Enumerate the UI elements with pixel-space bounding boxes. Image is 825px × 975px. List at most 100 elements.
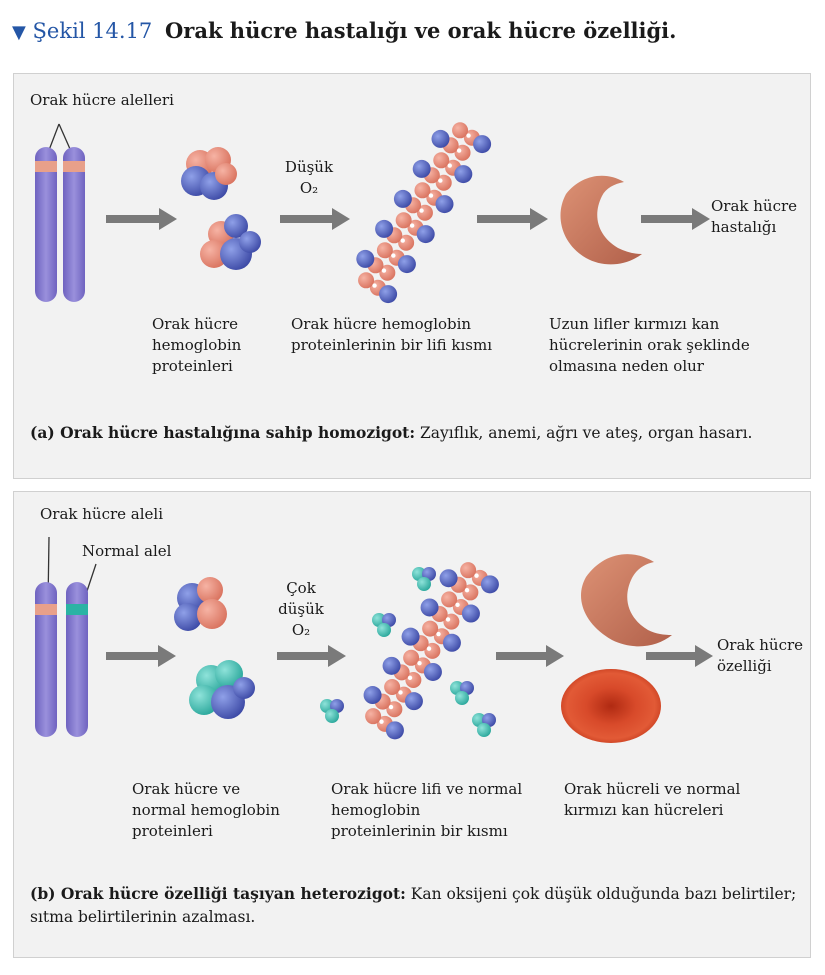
fiber-globin [393, 189, 412, 208]
figure-title: ▼ Şekil 14.17 Orak hücre hastalığı ve or… [12, 18, 676, 43]
chromosome [63, 147, 85, 302]
figure-number: Şekil 14.17 [32, 19, 153, 43]
fiber-dot [419, 208, 424, 213]
arrow-icon [277, 645, 346, 667]
fiber-dot [474, 573, 479, 578]
fiber-globin [420, 598, 439, 617]
fiber-dot [466, 133, 471, 138]
homozygous-summary-text: Zayıflık, anemi, ağrı ve ateş, organ has… [415, 424, 753, 442]
normal-hemoglobin-protein [377, 623, 391, 637]
disease-outcome-label: Orak hücre hastalığı [711, 197, 798, 236]
low-oxygen-label: Düşük O₂ [284, 158, 334, 197]
normal-hemoglobin-protein [455, 691, 469, 705]
panel-b-illustration [35, 536, 713, 743]
fiber-subunit [395, 212, 412, 229]
fiber-subunit [422, 620, 439, 637]
chromosome [66, 582, 88, 737]
fiber-globin [416, 225, 435, 244]
normal-hemoglobin-protein [325, 709, 339, 723]
fiber-caption: Orak hücre hemoglobin proteinlerinin bir… [291, 315, 493, 354]
fiber-globin [412, 159, 431, 178]
arrow-icon [496, 645, 564, 667]
sickle-hemoglobin-protein [200, 214, 261, 270]
arrow-icon [106, 645, 176, 667]
fiber-dot [398, 690, 403, 695]
panel-heterozygous: Orak hücre aleli Normal alel Çok düşük O… [13, 491, 811, 958]
sickle-hemoglobin-fiber [363, 562, 499, 740]
chromosome [35, 147, 57, 302]
sickle-hemoglobin-protein [174, 577, 227, 631]
sickle-alleles-label: Orak hücre alelleri [30, 91, 174, 109]
fiber-globin [473, 135, 492, 154]
fiber-subunit [460, 562, 477, 579]
sickle-allele-label: Orak hücre aleli [40, 505, 164, 523]
mixed-cell-caption: Orak hücreli ve normal kırmızı kan hücre… [564, 780, 741, 819]
fiber-dot [381, 268, 387, 273]
fiber-dot [438, 178, 443, 183]
arrow-icon [280, 208, 350, 230]
fiber-subunit [441, 591, 458, 608]
fiber-subunit [452, 122, 469, 139]
fiber-subunit [358, 272, 375, 289]
fiber-dot [436, 631, 441, 637]
normal-hemoglobin-protein [189, 660, 255, 719]
fiber-globin [397, 255, 416, 274]
heterozygous-summary-text: Kan oksijeni çok düşük olduğunda bazı be… [30, 885, 797, 926]
fiber-dot [417, 661, 422, 666]
fiber-dot [409, 223, 415, 228]
fiber-dot [400, 238, 405, 243]
panel-a-illustration [35, 122, 710, 304]
sickle-red-blood-cell [560, 175, 642, 265]
fiber-subunit [414, 182, 431, 199]
arrow-icon [106, 208, 177, 230]
fiber-globin [375, 219, 394, 238]
fiber-globin [401, 627, 420, 646]
fiber-dot [455, 602, 460, 608]
fiber-globin [356, 249, 375, 268]
fiber-globin [382, 656, 401, 675]
chromosome [35, 582, 57, 737]
fiber-dot [388, 704, 394, 710]
arrow-icon [641, 208, 710, 230]
fiber-globin [435, 195, 454, 214]
fiber-dot [372, 283, 377, 288]
fiber-dot [426, 646, 432, 651]
fiber-subunit [365, 708, 382, 725]
fiber-subunit [376, 242, 393, 259]
heterozygous-summary: (b) Orak hücre özelliği taşıyan heterozi… [30, 882, 800, 929]
homozygous-summary: (a) Orak hücre hastalığına sahip homozig… [30, 421, 800, 445]
fiber-globin [439, 569, 458, 588]
fiber-globin [431, 129, 450, 148]
sickle-hemoglobin-fiber [356, 122, 492, 304]
mixed-fiber-caption: Orak hücre lifi ve normal hemoglobin pro… [331, 780, 523, 840]
fiber-subunit [384, 678, 401, 695]
fiber-dot [464, 588, 470, 593]
sickle-allele-band [35, 604, 57, 615]
fiber-dot [428, 193, 434, 198]
fiber-subunit [403, 649, 420, 666]
normal-hemoglobin-protein [417, 577, 431, 591]
panel-homozygous: Orak hücre alelleri Düşük O₂ Orak hücre … [13, 73, 811, 479]
sickle-allele-band [35, 161, 57, 172]
arrow-icon [646, 645, 713, 667]
fiber-subunit [433, 152, 450, 169]
arrow-icon [477, 208, 548, 230]
homozygous-summary-title: (a) Orak hücre hastalığına sahip homozig… [30, 423, 416, 442]
fiber-dot [445, 617, 451, 622]
fiber-dot [447, 163, 452, 168]
chromosome-pair [35, 147, 85, 302]
fiber-globin [404, 692, 423, 711]
fiber-globin [423, 662, 442, 681]
sickle-hemoglobin-protein [181, 147, 237, 200]
sickle-cell-caption: Uzun lifler kırmızı kan hücrelerinin ora… [549, 315, 750, 375]
mixed-protein-caption: Orak hücre ve normal hemoglobin proteinl… [132, 780, 280, 840]
fiber-globin [379, 285, 398, 304]
normal-allele-band [66, 604, 88, 615]
normal-hemoglobin-protein [477, 723, 491, 737]
fiber-dot [379, 719, 384, 724]
fiber-globin [461, 604, 480, 623]
chevron-down-icon[interactable]: ▼ [12, 22, 26, 43]
normal-red-blood-cell [561, 669, 661, 743]
sickle-allele-band [63, 161, 85, 172]
fiber-globin [442, 633, 461, 652]
